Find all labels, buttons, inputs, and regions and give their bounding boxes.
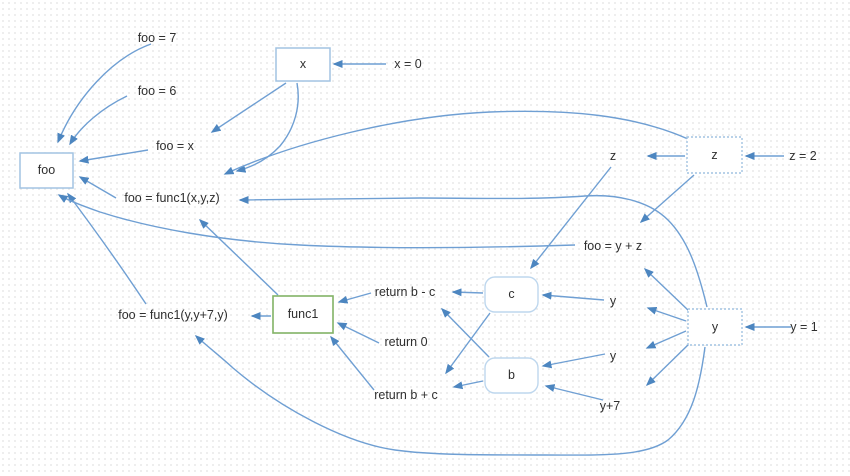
node-func1[interactable]: func1 <box>272 295 334 334</box>
node-func1-box[interactable] <box>272 295 334 334</box>
label-return-0[interactable]: return 0 <box>384 335 427 349</box>
edge-foo6-to-foo <box>69 95 128 146</box>
node-b[interactable]: b <box>484 357 539 394</box>
edge-foox-to-foo <box>78 149 149 164</box>
node-foo[interactable]: foo <box>19 152 74 189</box>
label-foo-eq-func1-xyz[interactable]: foo = func1(x,y,z) <box>124 191 219 205</box>
node-y[interactable]: y <box>687 308 743 346</box>
statement-labels-layer: foo = 7 foo = 6 foo = x foo = func1(x,y,… <box>118 31 818 413</box>
edge-b-to-retbmc <box>440 307 490 358</box>
node-z[interactable]: z <box>686 136 743 174</box>
edge-x-to-foox <box>210 82 287 133</box>
edge-y-to-yplus7 <box>645 342 691 387</box>
edge-x-to-foofunc1xyz <box>235 82 299 173</box>
edge-yuse1-to-c <box>541 291 605 301</box>
edge-foo7-to-foo <box>57 43 152 144</box>
label-foo-eq-x[interactable]: foo = x <box>156 139 195 153</box>
node-c[interactable]: c <box>484 276 539 313</box>
label-z-use[interactable]: z <box>610 149 616 163</box>
edge-yplus7-to-b <box>544 384 604 401</box>
node-c-label: c <box>508 287 514 301</box>
edge-z-to-fooyz <box>639 174 695 223</box>
label-foo-eq-y-plus-z[interactable]: foo = y + z <box>584 239 642 253</box>
label-foo-eq-6[interactable]: foo = 6 <box>138 84 177 98</box>
edge-c-to-retbmc <box>451 288 484 297</box>
node-y-label: y <box>712 320 719 334</box>
edge-zuse-to-c <box>530 166 612 270</box>
edge-y-to-foofunc1xyz <box>238 194 708 308</box>
edge-b-to-retbpc <box>452 380 484 390</box>
label-x-eq-0[interactable]: x = 0 <box>394 57 421 71</box>
node-y-box[interactable] <box>687 308 743 346</box>
label-foo-eq-func1-y[interactable]: foo = func1(y,y+7,y) <box>118 308 228 322</box>
edge-retbpc-to-func1 <box>330 335 375 391</box>
label-z-eq-2[interactable]: z = 2 <box>789 149 816 163</box>
edge-y-to-yuse1 <box>646 306 687 322</box>
edge-c-to-retbpc <box>445 312 491 375</box>
node-foo-box[interactable] <box>19 152 74 189</box>
node-z-label: z <box>711 148 717 162</box>
node-x-box[interactable] <box>275 47 331 82</box>
edge-y-to-yuse2 <box>645 330 687 349</box>
label-return-b-minus-c[interactable]: return b - c <box>375 285 435 299</box>
label-y-use-2[interactable]: y <box>610 349 617 363</box>
edge-foofunc1xyz-to-foo <box>78 176 117 199</box>
edge-ret0-to-func1 <box>336 322 380 344</box>
edge-y-to-foofunc1y <box>194 334 706 456</box>
edge-y-to-fooyz <box>643 267 690 312</box>
label-y-plus-7[interactable]: y+7 <box>600 399 621 413</box>
node-x-label: x <box>300 57 307 71</box>
edge-fooyz-to-foo <box>57 194 576 249</box>
node-c-box[interactable] <box>484 276 539 313</box>
label-y-eq-1[interactable]: y = 1 <box>790 320 817 334</box>
nodes-layer: foo x z y func1 c b <box>19 47 743 394</box>
label-return-b-plus-c[interactable]: return b + c <box>374 388 438 402</box>
edge-yuse2-to-b <box>541 353 606 369</box>
label-foo-eq-7[interactable]: foo = 7 <box>138 31 177 45</box>
node-b-label: b <box>508 368 515 382</box>
node-foo-label: foo <box>38 163 55 177</box>
edge-func1-to-foofunc1xyz <box>198 218 279 296</box>
edge-foofunc1y-to-foo <box>67 192 147 305</box>
node-z-box[interactable] <box>686 136 743 174</box>
edge-retbmc-to-func1 <box>337 292 372 304</box>
node-b-box[interactable] <box>484 357 539 394</box>
node-func1-label: func1 <box>288 307 319 321</box>
edge-z-to-foofunc1xyz <box>223 110 689 175</box>
edges-layer <box>57 43 791 456</box>
label-y-use-1[interactable]: y <box>610 294 617 308</box>
node-x[interactable]: x <box>275 47 331 82</box>
